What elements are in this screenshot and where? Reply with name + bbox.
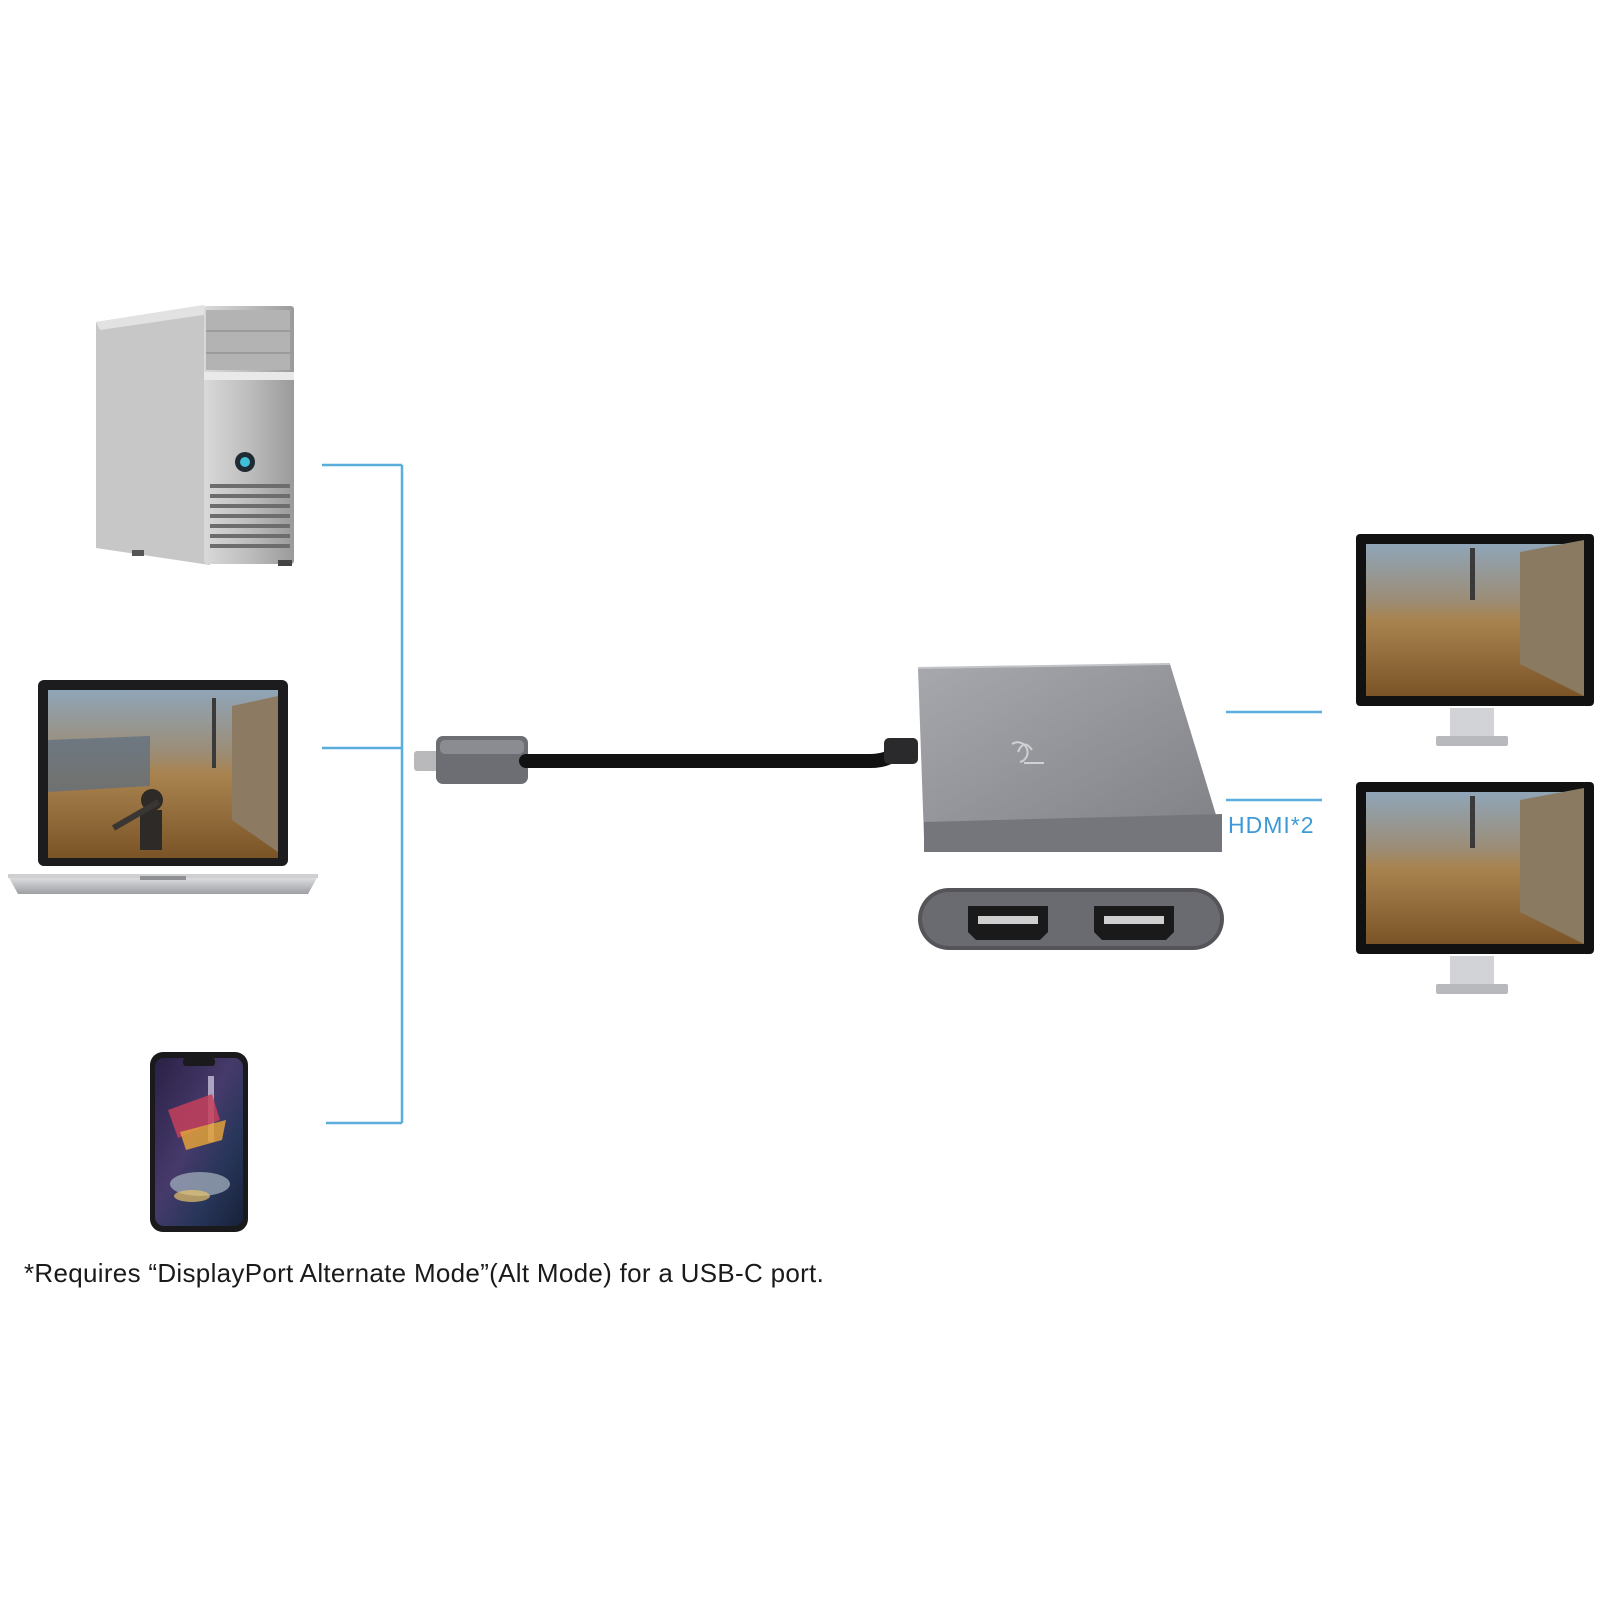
hdmi-port-icon xyxy=(968,906,1048,940)
hdmi-port-strip xyxy=(918,888,1224,950)
cable-strain-relief xyxy=(884,738,918,764)
usb-c-plug xyxy=(414,736,528,784)
hdmi-port-icon xyxy=(1094,906,1174,940)
brand-logo-icon xyxy=(1011,741,1044,764)
desktop-tower-icon xyxy=(96,305,294,566)
monitor-icon xyxy=(1356,534,1594,746)
monitor-icon xyxy=(1356,782,1594,994)
footnote: *Requires “DisplayPort Alternate Mode”(A… xyxy=(24,1258,825,1288)
smartphone-icon xyxy=(150,1052,248,1232)
laptop-icon xyxy=(8,680,318,894)
source-connector-lines xyxy=(322,463,404,1125)
usb-c-cable xyxy=(519,741,905,768)
output-connector-lines xyxy=(1226,710,1322,802)
hdmi-output-label: HDMI*2 xyxy=(1228,812,1315,838)
hdmi-adapter-hub xyxy=(917,663,1222,852)
